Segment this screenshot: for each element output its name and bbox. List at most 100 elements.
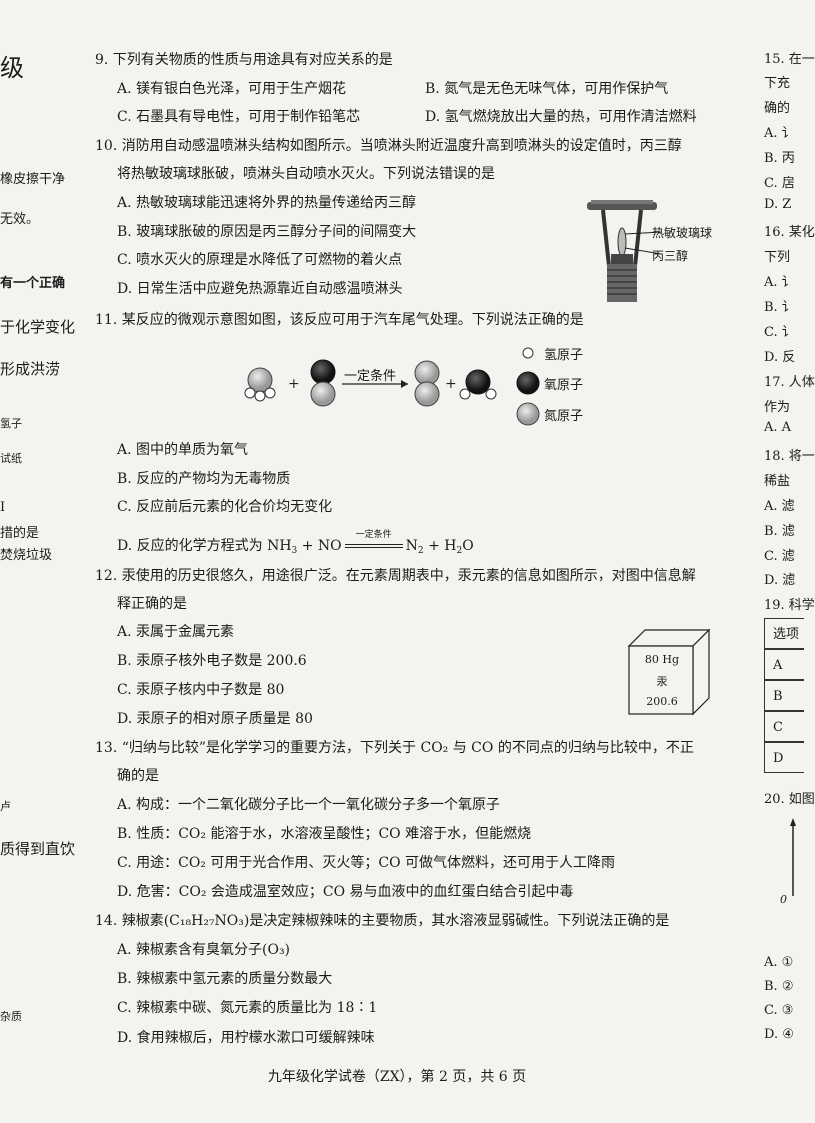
option-b: B. 氮气是无色无味气体，可用作保护气 — [425, 81, 669, 97]
question-stem: 9. 下列有关物质的性质与用途具有对应关系的是 — [95, 52, 393, 68]
question-stem-cont: 确的是 — [117, 768, 159, 784]
right-margin-text: 作为 — [764, 400, 791, 415]
right-margin-text: 16. 某化 — [764, 225, 815, 240]
left-margin-text: 措的是 — [0, 526, 40, 541]
right-margin-text: 18. 将一 — [764, 449, 815, 464]
left-margin-text: 质得到直饮 — [0, 840, 76, 858]
left-margin-text: 焚烧垃圾 — [0, 548, 53, 563]
legend-hydrogen: 氢原子 — [544, 348, 584, 363]
left-margin-text: 氢子 — [0, 417, 22, 430]
right-margin-text: A. 讠 — [764, 126, 795, 141]
element-cell-box — [627, 628, 711, 716]
right-margin-text: A. 讠 — [764, 275, 795, 290]
left-margin-text: I — [0, 500, 6, 515]
right-margin-text: D. 反 — [764, 350, 796, 365]
table-cell: D — [764, 742, 804, 773]
option-a: A. 图中的单质为氧气 — [117, 442, 249, 458]
option-a: A. 汞属于金属元素 — [117, 624, 235, 640]
element-number-symbol: 80 Hg — [644, 653, 680, 666]
option-a: A. 辣椒素含有臭氧分子(O₃) — [117, 942, 291, 958]
option-b: B. 汞原子核外电子数是 200.6 — [117, 653, 307, 669]
sprinkler-head-illustration — [587, 200, 662, 302]
right-margin-text: D. ④ — [764, 1027, 794, 1042]
element-atomic-mass: 200.6 — [646, 695, 678, 708]
option-b: B. 玻璃球胀破的原因是丙三醇分子间的间隔变大 — [117, 224, 417, 240]
right-margin-text: 稀盐 — [764, 474, 791, 489]
option-b: B. 反应的产物均为无毒物质 — [117, 471, 291, 487]
question-stem: 12. 汞使用的历史很悠久，用途很广泛。在元素周期表中，汞元素的信息如图所示，对… — [95, 568, 696, 584]
equation-arrow: 一定条件 — [342, 530, 406, 556]
legend-oxygen: 氧原子 — [544, 378, 584, 393]
option-d: D. 氢气燃烧放出大量的热，可用作清洁燃料 — [425, 109, 697, 125]
option-a: A. 镁有银白色光泽，可用于生产烟花 — [117, 81, 347, 97]
right-margin-text: D. Z — [764, 197, 792, 212]
option-c: C. 喷水灭火的原理是水降低了可燃物的着火点 — [117, 252, 403, 268]
right-margin-text: 17. 人体 — [764, 375, 815, 390]
no-molecule — [310, 359, 336, 407]
svg-text:+: + — [288, 376, 300, 392]
label-glycerol: 丙三醇 — [652, 249, 689, 263]
option-a: A. 构成：一个二氧化碳分子比一个一氧化碳分子多一个氧原子 — [117, 797, 501, 813]
table-cell: 选项 — [764, 618, 804, 649]
right-margin-text: A. 滤 — [764, 499, 795, 514]
table-cell: C — [764, 711, 804, 742]
option-d: D. 危害：CO₂ 会造成温室效应；CO 易与血液中的血红蛋白结合引起中毒 — [117, 884, 574, 900]
reaction-condition: 一定条件 — [344, 369, 397, 384]
reaction-diagram: + + — [244, 359, 497, 407]
right-margin-text: B. ② — [764, 979, 794, 994]
question-stem: 11. 某反应的微观示意图如图，该反应可用于汽车尾气处理。下列说法正确的是 — [95, 312, 584, 328]
question-stem: 14. 辣椒素(C₁₈H₂₇NO₃)是决定辣椒辣味的主要物质，其水溶液显弱碱性。… — [95, 913, 670, 929]
right-margin-text: D. 滤 — [764, 573, 796, 588]
n2-molecule — [414, 360, 440, 407]
right-margin-text: 确的 — [764, 101, 791, 116]
option-d: D. 汞原子的相对原子质量是 80 — [117, 711, 313, 727]
right-margin-text: A. A — [764, 420, 792, 435]
legend-nitrogen: 氮原子 — [544, 409, 584, 424]
graph-axis-fragment — [790, 818, 796, 896]
left-margin-text: 杂质 — [0, 1010, 22, 1023]
option-c: C. 用途：CO₂ 可用于光合作用、灭火等；CO 可做气体燃料，还可用于人工降雨 — [117, 855, 616, 871]
right-margin-text: 20. 如图 — [764, 792, 815, 807]
right-margin-text: 15. 在一 — [764, 52, 815, 67]
table-cell: B — [764, 680, 804, 711]
option-b: B. 辣椒素中氢元素的质量分数最大 — [117, 971, 333, 987]
right-margin-text: A. ① — [764, 955, 794, 970]
option-a: A. 热敏玻璃球能迅速将外界的热量传递给丙三醇 — [117, 195, 417, 211]
option-c: C. 汞原子核内中子数是 80 — [117, 682, 285, 698]
atom-legend-icons — [516, 347, 540, 426]
option-c: C. 反应前后元素的化合价均无变化 — [117, 499, 333, 515]
left-margin-text: 试纸 — [0, 452, 22, 465]
option-c: C. 辣椒素中碳、氮元素的质量比为 18∶1 — [117, 1000, 378, 1016]
option-c: C. 石墨具有导电性，可用于制作铅笔芯 — [117, 109, 361, 125]
right-margin-text: C. 滤 — [764, 549, 795, 564]
option-d: D. 日常生活中应避免热源靠近自动感温喷淋头 — [117, 281, 403, 297]
left-margin-text: 于化学变化 — [0, 318, 76, 336]
question-stem: 13. “归纳与比较”是化学学习的重要方法，下列关于 CO₂ 与 CO 的不同点… — [95, 740, 694, 756]
page-footer: 九年级化学试卷（ZX），第 2 页，共 6 页 — [267, 1069, 527, 1085]
svg-text:+: + — [445, 376, 457, 392]
option-d: D. 食用辣椒后，用柠檬水漱口可缓解辣味 — [117, 1030, 375, 1046]
question-stem-cont: 释正确的是 — [117, 596, 187, 612]
left-margin-text: 卢 — [0, 800, 11, 813]
axis-origin: 0 — [780, 893, 787, 906]
right-margin-text: C. ③ — [764, 1003, 794, 1018]
left-margin-text: 无效。 — [0, 212, 40, 227]
right-margin-text: B. 滤 — [764, 524, 795, 539]
h2o-molecule — [459, 369, 497, 400]
right-margin-text: C. 扂 — [764, 176, 795, 191]
left-margin-text: 级 — [0, 54, 24, 82]
right-margin-text: C. 讠 — [764, 325, 795, 340]
nh3-molecule — [244, 367, 276, 402]
label-glass-bulb: 热敏玻璃球 — [652, 226, 713, 240]
right-margin-text: B. 讠 — [764, 300, 795, 315]
option-b: B. 性质：CO₂ 能溶于水，水溶液呈酸性；CO 难溶于水，但能燃烧 — [117, 826, 532, 842]
question-stem: 10. 消防用自动感温喷淋头结构如图所示。当喷淋头附近温度升高到喷淋头的设定值时… — [95, 138, 682, 154]
right-margin-text: 下充 — [764, 76, 791, 91]
left-margin-text: 形成洪涝 — [0, 360, 61, 378]
right-margin-text: 19. 科学 — [764, 598, 815, 613]
table-cell: A — [764, 649, 804, 680]
left-margin-text: 橡皮擦干净 — [0, 172, 66, 187]
right-margin-text: 下列 — [764, 250, 791, 265]
left-margin-text: 有一个正确 — [0, 276, 66, 291]
